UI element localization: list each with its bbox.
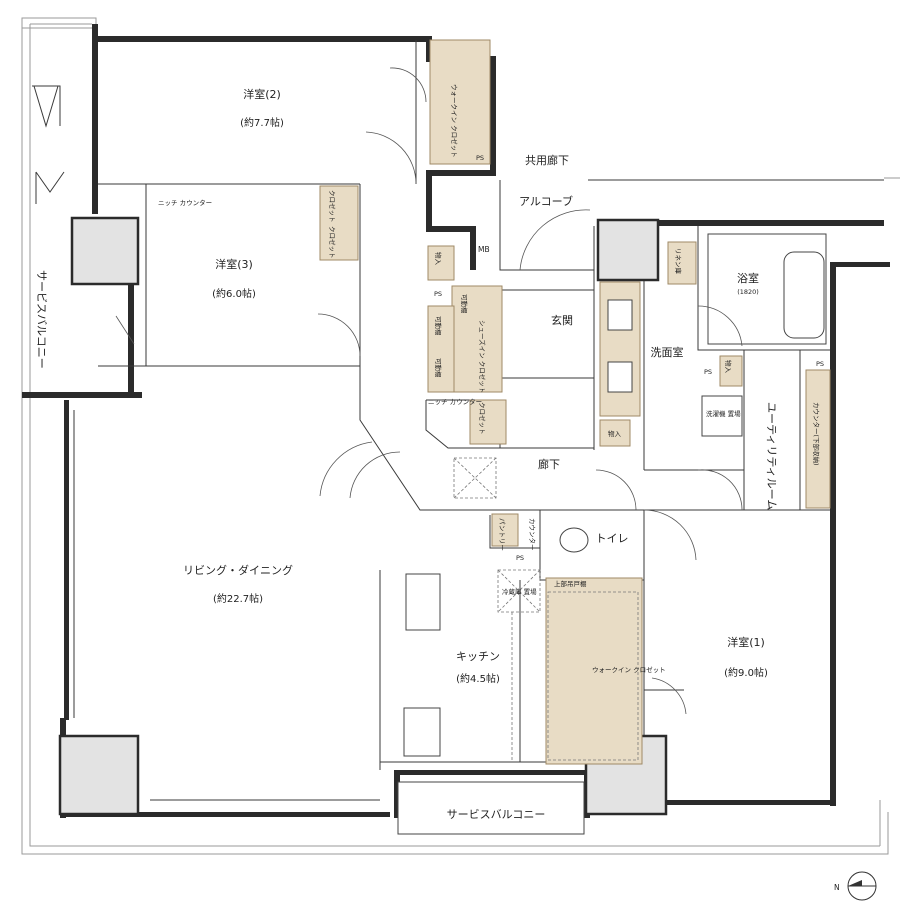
- balcony-bottom-label: サービスバルコニー: [447, 808, 546, 821]
- room-labels: 洋室(2) (約7.7帖) 洋室(3) (約6.0帖) リビング・ダイニング (…: [35, 87, 778, 821]
- alcove-label: アルコーブ: [519, 194, 573, 208]
- walkin-closet-top-label: ウォークイン クロゼット: [450, 84, 459, 158]
- window-marks: [32, 85, 380, 801]
- niche-counter-corridor-label: ニッチ カウンター: [428, 397, 482, 406]
- corridor-label: 廊下: [538, 457, 560, 471]
- room-living-area: (約22.7帖): [213, 592, 263, 605]
- room-western3-name: 洋室(3): [215, 257, 253, 271]
- pantry-label: パントリー: [498, 518, 506, 551]
- room-western2-name: 洋室(2): [243, 87, 281, 101]
- shoes-closet-label: シューズイン クロゼット: [478, 320, 487, 393]
- movable-shelf-a-label: 可動棚: [460, 294, 469, 314]
- counter-storage-label: カウンター(下部収納): [812, 402, 821, 466]
- bath-label: 浴室: [737, 271, 759, 285]
- fixtures: [397, 233, 827, 835]
- mb-label: MB: [478, 245, 490, 254]
- ps-label-3: PS: [516, 554, 524, 562]
- entrance-label: 玄関: [551, 313, 573, 327]
- utility-label: ユーティリティルーム: [765, 402, 778, 510]
- washer-label: 洗濯機 置場: [706, 409, 741, 418]
- movable-shelf-c-label: 可動棚: [434, 358, 443, 378]
- toilet-label: トイレ: [596, 532, 629, 545]
- ps-label-4: PS: [704, 368, 712, 376]
- north-arrow-icon: [847, 871, 877, 901]
- utility-tags: PS PS PS PS PS MB N: [434, 154, 840, 892]
- closet-w3-a-label: クロゼット: [328, 190, 337, 223]
- dashed-markers: [453, 457, 639, 761]
- north-label: N: [834, 883, 840, 892]
- room-western2-area: (約7.7帖): [240, 116, 284, 129]
- ps-label-5: PS: [816, 360, 824, 368]
- closet-corridor-label: クロゼット: [478, 402, 487, 435]
- room-western1-area: (約9.0帖): [724, 666, 768, 679]
- bath-size: (1820): [737, 288, 759, 296]
- room-western3-area: (約6.0帖): [212, 287, 256, 300]
- room-western1-name: 洋室(1): [727, 635, 765, 649]
- storage-washroom-label: 物入: [608, 429, 622, 438]
- room-kitchen-name: キッチン: [456, 650, 500, 663]
- doors: [115, 67, 743, 715]
- room-living-name: リビング・ダイニング: [183, 563, 293, 577]
- shared-corridor-label: 共用廊下: [525, 153, 569, 167]
- storage-entrance-label: 物入: [434, 252, 443, 266]
- outer-outline: [21, 17, 900, 855]
- upper-cabinet-label: 上部吊戸棚: [554, 579, 587, 588]
- movable-shelf-b-label: 可動棚: [434, 316, 443, 336]
- linen-label: リネン庫: [674, 248, 683, 275]
- counter-label: カウンター: [528, 518, 537, 551]
- balcony-left-label: サービスバルコニー: [35, 270, 48, 369]
- niche-counter-w3-label: ニッチ カウンター: [158, 198, 212, 207]
- room-kitchen-area: (約4.5帖): [456, 672, 500, 685]
- storage-wash-label: 物入: [724, 360, 733, 374]
- washroom-label: 洗面室: [651, 345, 684, 359]
- ps-label-1: PS: [476, 154, 484, 162]
- walkin-closet-bottom-label: ウォークイン クロゼット: [592, 665, 666, 674]
- fridge-label: 冷蔵庫 置場: [502, 587, 537, 596]
- storage-areas: [319, 39, 831, 765]
- ps-label-2: PS: [434, 290, 442, 298]
- closet-w3-b-label: クロゼット: [328, 226, 337, 259]
- storage-labels: ウォークイン クロゼット クロゼット クロゼット 物入 シューズイン クロゼット…: [158, 84, 821, 674]
